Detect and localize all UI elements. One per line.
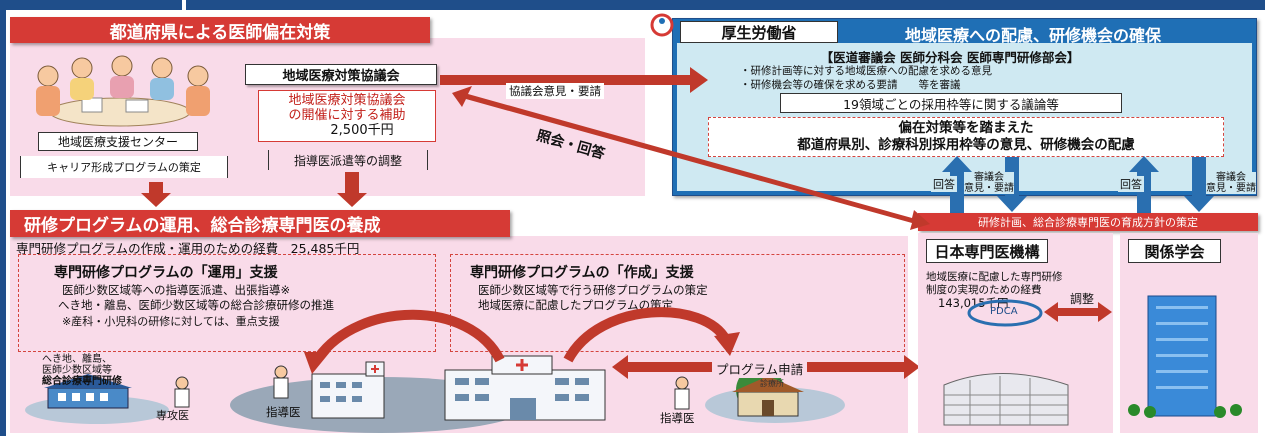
operation-line-3: ※産科・小児科の研修に対しては、重点支援	[62, 315, 280, 328]
dispatch-label: 指導医派遣等の調整	[293, 153, 402, 168]
up-arrow-reply-2	[1129, 156, 1159, 213]
reply-label-1: 回答	[931, 176, 957, 192]
instructor-figure-2	[674, 376, 690, 410]
hospital-small-illustration	[311, 361, 385, 419]
career-program-box: キャリア形成プログラムの策定	[20, 156, 228, 178]
mhlw-name: 厚生労働省	[721, 23, 797, 42]
top-left-strip	[0, 0, 182, 10]
top-strip	[186, 0, 1265, 10]
operation-box	[18, 254, 436, 352]
resident-label: 専攻医	[156, 409, 189, 422]
mhlw-item-1: ・研修計画等に対する地域医療への配慮を求める意見	[740, 65, 992, 77]
resident-figure	[174, 376, 190, 408]
mhlw-name-box: 厚生労働省	[680, 21, 838, 43]
frame-left	[0, 10, 6, 436]
up-arrow-reply-1	[942, 156, 972, 213]
jmsb-banner-label: 研修計画、総合診療専門医の育成方針の策定	[978, 216, 1198, 229]
council-subsidy-box: 地域医療対策協議会 の開催に対する補助 2,500千円	[258, 90, 436, 142]
policy-line-2: 都道府県別、診療科別採用枠等の意見、研修機会の配慮	[797, 137, 1135, 153]
remote-line-3: 総合診療専門研修	[42, 376, 122, 387]
council-request-label: 協議会意見・要請	[506, 83, 604, 99]
meeting-illustration	[20, 54, 225, 132]
mhlw-committee: 【医道審議会 医師分科会 医師専門研修部会】	[820, 50, 1080, 65]
adjust-label: 調整	[1070, 292, 1095, 306]
opinion-label-2: 審議会 意見・要請	[1206, 172, 1256, 194]
remote-line-2: 医師少数区域等	[42, 365, 112, 376]
curved-arrow-operation-head	[304, 352, 330, 374]
remote-clinic-illustration	[44, 374, 132, 409]
instructor-label-1: 指導医	[266, 405, 301, 419]
remote-area-label: へき地、離島、 医師少数区域等 総合診療専門研修	[42, 354, 122, 387]
jmsb-amount: 143,015千円	[938, 296, 1009, 310]
creation-box	[450, 254, 905, 352]
policy-line-1: 偏在対策等を踏まえた	[898, 120, 1034, 136]
clinic-illustration	[732, 366, 804, 417]
council-subsidy-amount: 2,500千円	[330, 123, 394, 138]
jmsb-desc-2: 制度の実現のための経費	[926, 284, 1042, 296]
societies-name: 関係学会	[1144, 242, 1205, 261]
opinion-label-2-line-1: 審議会	[1216, 172, 1246, 183]
societies-name-box: 関係学会	[1128, 239, 1221, 263]
prefecture-header-title: 都道府県による医師偏在対策	[109, 22, 331, 43]
opinion-label-2-line-2: 意見・要請	[1206, 183, 1256, 194]
operation-line-1: 医師少数区域等への指導医派遣、出張指導※	[62, 283, 291, 297]
training-header-title: 研修プログラムの運用、総合診療専門医の養成	[24, 216, 381, 236]
prefecture-header: 都道府県による医師偏在対策	[10, 17, 430, 43]
training-header: 研修プログラムの運用、総合診療専門医の養成	[10, 210, 510, 237]
creation-line-2: 地域医療に配慮したプログラムの策定	[478, 298, 674, 312]
mhlw-item-2: ・研修機会等の確保を求める要請 等を審議	[740, 79, 961, 91]
operation-line-2: へき地・離島、医師少数区域等の総合診療研修の推進	[58, 298, 334, 312]
opinion-label-1-line-2: 意見・要請	[964, 183, 1014, 194]
council-request-arrow	[440, 67, 708, 93]
instructor-figure-1	[273, 365, 289, 399]
curved-arrow-operation	[313, 309, 505, 363]
jmsb-name-box: 日本専門医機構	[926, 239, 1048, 263]
curved-arrow-creation	[563, 307, 731, 363]
dispatch-box: 指導医派遣等の調整	[268, 150, 428, 170]
jmsb-desc-1: 地域医療に配慮した専門研修	[926, 271, 1063, 283]
instructor-label-2: 指導医	[660, 411, 695, 425]
support-center-title: 地域医療支援センター	[57, 135, 178, 149]
reply-label-2: 回答	[1118, 176, 1144, 192]
quota-box: 19領域ごとの採用枠等に関する議論等	[780, 93, 1122, 113]
jmsb-name: 日本専門医機構	[934, 242, 1040, 261]
mhlw-logo-icon	[650, 13, 674, 37]
hospital-large-illustration	[444, 355, 606, 421]
support-center-box: 地域医療支援センター	[38, 132, 198, 151]
training-budget: 専門研修プログラムの作成・運用のための経費 25,485千円	[16, 241, 360, 256]
down-arrow-council	[337, 172, 367, 207]
council-subsidy-line-1: 地域医療対策協議会	[288, 93, 406, 108]
opinion-label-1: 審議会 意見・要請	[964, 172, 1014, 194]
creation-title: 専門研修プログラムの「作成」支援	[470, 265, 694, 281]
jmsb-building-illustration	[943, 373, 1069, 426]
jmsb-banner: 研修計画、総合診療専門医の育成方針の策定	[918, 213, 1258, 231]
inquiry-reply-arrow	[452, 86, 930, 230]
career-program-label: キャリア形成プログラムの策定	[47, 161, 201, 174]
adjust-arrow	[1044, 302, 1112, 322]
remote-line-1: へき地、離島、	[42, 354, 112, 365]
operation-title: 専門研修プログラムの「運用」支援	[54, 265, 278, 281]
clinic-label: 診療所	[760, 379, 784, 388]
council-title-box: 地域医療対策協議会	[245, 64, 437, 85]
policy-box: 偏在対策等を踏まえた 都道府県別、診療科別採用枠等の意見、研修機会の配慮	[708, 117, 1224, 157]
pdca-cycle	[967, 299, 1043, 327]
curved-arrow-creation-head	[714, 332, 740, 356]
council-title: 地域医療対策協議会	[282, 69, 400, 84]
pdca-label: PDCA	[990, 306, 1018, 317]
societies-building-illustration	[1128, 295, 1242, 418]
down-arrow-support	[141, 182, 171, 207]
opinion-label-1-line-1: 審議会	[974, 172, 1004, 183]
council-subsidy-line-2: の開催に対する補助	[288, 108, 406, 123]
program-application-label: プログラム申請	[712, 359, 808, 378]
mhlw-title: 地域医療への配慮、研修機会の確保	[905, 26, 1162, 45]
down-arrow-request-2	[1184, 157, 1214, 212]
creation-line-1: 医師少数区域等で行う研修プログラムの策定	[478, 283, 708, 297]
quota-label: 19領域ごとの採用枠等に関する議論等	[843, 96, 1059, 112]
